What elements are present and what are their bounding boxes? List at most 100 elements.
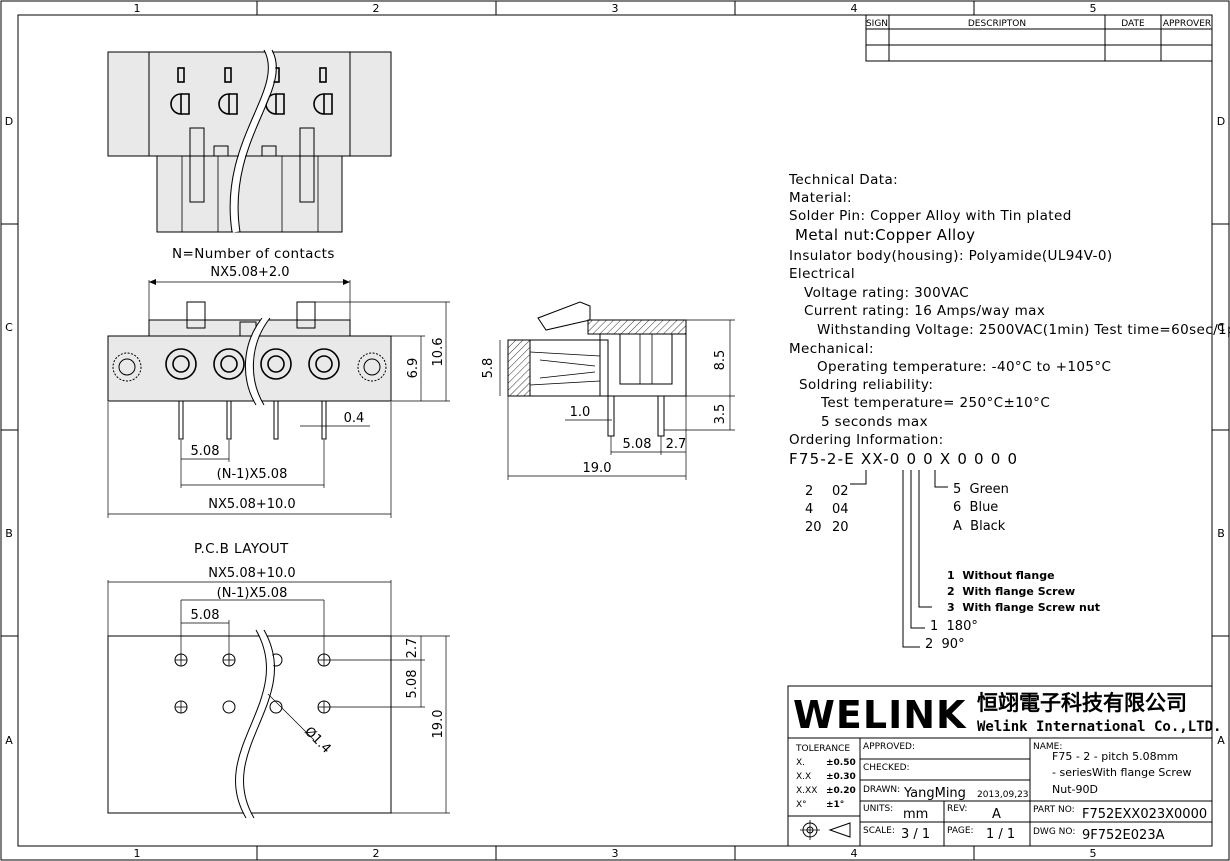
tech-line-4: Metal nut:Copper Alloy [795,226,975,244]
col-label-bottom-1: 1 [134,847,141,860]
tolerance-key-3: X.XX [796,786,817,796]
projection-symbol [800,820,851,840]
row-label-left-C: C [5,321,13,334]
pcb-layout: P.C.B LAYOUT NX5.08+10.0 (N-1)X5.08 5.08… [107,541,450,820]
tolerance-label: TOLERANCE [795,744,850,754]
angle-option-1: 1 180° [930,619,978,634]
tech-line-12: Soldring reliability: [799,377,933,393]
pcb-dim-5-08: 5.08 [405,670,420,699]
tolerance-val-1: ±0.50 [826,758,856,768]
pcb-title: P.C.B LAYOUT [194,541,289,557]
tech-line-1: Technical Data: [788,172,898,188]
top-view: N=Number of contacts [107,48,392,262]
color-option-3: A Black [953,519,1006,534]
tech-line-5: Insulator body(housing): Polyamide(UL94V… [789,248,1113,264]
dim-side-8-5: 8.5 [713,350,728,371]
pcb-dim-total: NX5.08+10.0 [208,566,295,581]
rev-col-date: DATE [1121,19,1145,29]
tech-line-3: Solder Pin: Copper Alloy with Tin plated [789,208,1072,224]
col-label-top-4: 4 [851,2,858,15]
dwgno-value: 9F752E023A [1082,828,1165,843]
pcb-dim-hole: Ø1.4 [301,724,333,756]
tech-line-9: Withstanding Voltage: 2500VAC(1min) Test… [817,322,1230,338]
title-block: WELINK 恒翊電子科技有限公司 Welink International C… [787,685,1221,847]
dim-top-width: NX5.08+2.0 [210,265,289,280]
dim-n1-pitch: (N-1)X5.08 [217,467,288,482]
row-label-left-B: B [5,527,13,540]
row-label-right-C: C [1217,321,1225,334]
tolerance-key-1: X. [796,758,805,768]
angle-option-2: 2 90° [925,637,965,652]
dim-side-1-0: 1.0 [570,405,591,420]
name-label: NAME: [1033,742,1062,752]
pcb-dim-2-7: 2.7 [405,638,420,659]
col-label-bottom-4: 4 [851,847,858,860]
dim-side-3-5: 3.5 [713,404,728,425]
name-line-2: - seriesWith flange Screw [1052,766,1191,779]
dim-pitch: 5.08 [191,444,220,459]
tolerance-key-2: X.X [796,772,811,782]
dim-side-5-08: 5.08 [623,437,652,452]
side-view: 5.8 1.0 5.08 2.7 19.0 8.5 3.5 [481,301,735,480]
dwgno-label: DWG NO: [1033,827,1075,837]
page-value: 1 / 1 [986,827,1015,842]
pcb-dim-n1: (N-1)X5.08 [217,586,288,601]
pin-value-3: 20 [832,520,849,535]
technical-data: Technical Data: Material: Solder Pin: Co… [788,172,1230,468]
col-label-bottom-2: 2 [373,847,380,860]
drawn-date: 2013,09,23 [977,790,1029,800]
partno-value: F752EXX023X0000 [1082,807,1207,822]
tech-line-6: Electrical [789,266,855,282]
name-line-3: Nut-90D [1052,783,1098,796]
welink-logo: WELINK [793,693,967,737]
col-label-bottom-3: 3 [612,847,619,860]
units-value: mm [903,807,928,822]
checked-label: CHECKED: [863,763,910,773]
dim-total-width: NX5.08+10.0 [208,497,295,512]
pin-code-3: 20 [805,520,822,535]
color-option-1: 5 Green [953,482,1009,497]
col-label-top-2: 2 [373,2,380,15]
ordering-tree: 2 02 4 04 20 20 5 Green 6 Blue A Black 1… [805,470,1100,652]
tolerance-val-3: ±0.20 [826,786,856,796]
tolerance-val-4: ±1° [826,800,844,810]
scale-value: 3 / 1 [901,827,930,842]
row-label-right-A: A [1217,734,1225,747]
dim-side-5-8: 5.8 [481,358,496,379]
tech-line-8: Current rating: 16 Amps/way max [804,303,1045,319]
partno-label: PART NO: [1033,805,1075,815]
dim-height-6-9: 6.9 [406,358,421,379]
flange-option-2: 2 With flange Screw [947,585,1075,598]
company-name-cn: 恒翊電子科技有限公司 [977,691,1187,715]
front-view: NX5.08+2.0 10.6 6.9 [107,265,450,518]
units-label: UNITS: [863,804,893,814]
pin-value-1: 02 [832,484,849,499]
drawn-label: DRAWN: [863,785,900,795]
tech-line-14: 5 seconds max [821,414,928,430]
row-label-left-D: D [5,115,13,128]
tech-line-11: Operating temperature: -40°C to +105°C [817,359,1111,375]
row-label-left-A: A [5,734,13,747]
tech-line-13: Test temperature= 250°C±10°C [820,395,1050,411]
page-label: PAGE: [947,826,974,836]
pcb-dim-19-0: 19.0 [431,710,446,739]
color-option-2: 6 Blue [953,500,998,515]
approved-label: APPROVED: [863,742,915,752]
pin-value-2: 04 [832,502,849,517]
tech-line-10: Mechanical: [789,341,874,357]
ordering-code: F75-2-E XX-0 0 0 X 0 0 0 0 [789,450,1018,468]
tolerance-key-4: X° [796,800,807,810]
col-label-bottom-5: 5 [1090,847,1097,860]
tolerance-val-2: ±0.30 [826,772,856,782]
col-label-top-3: 3 [612,2,619,15]
rev-col-sign: SIGN [866,19,888,29]
contacts-note: N=Number of contacts [172,246,335,262]
revision-table: SIGN DESCRIPTON DATE APPROVER [865,14,1213,62]
scale-label: SCALE: [863,826,895,836]
tech-line-2: Material: [789,190,852,206]
pin-code-1: 2 [805,484,813,499]
col-label-top-5: 5 [1090,2,1097,15]
row-label-right-D: D [1217,115,1225,128]
